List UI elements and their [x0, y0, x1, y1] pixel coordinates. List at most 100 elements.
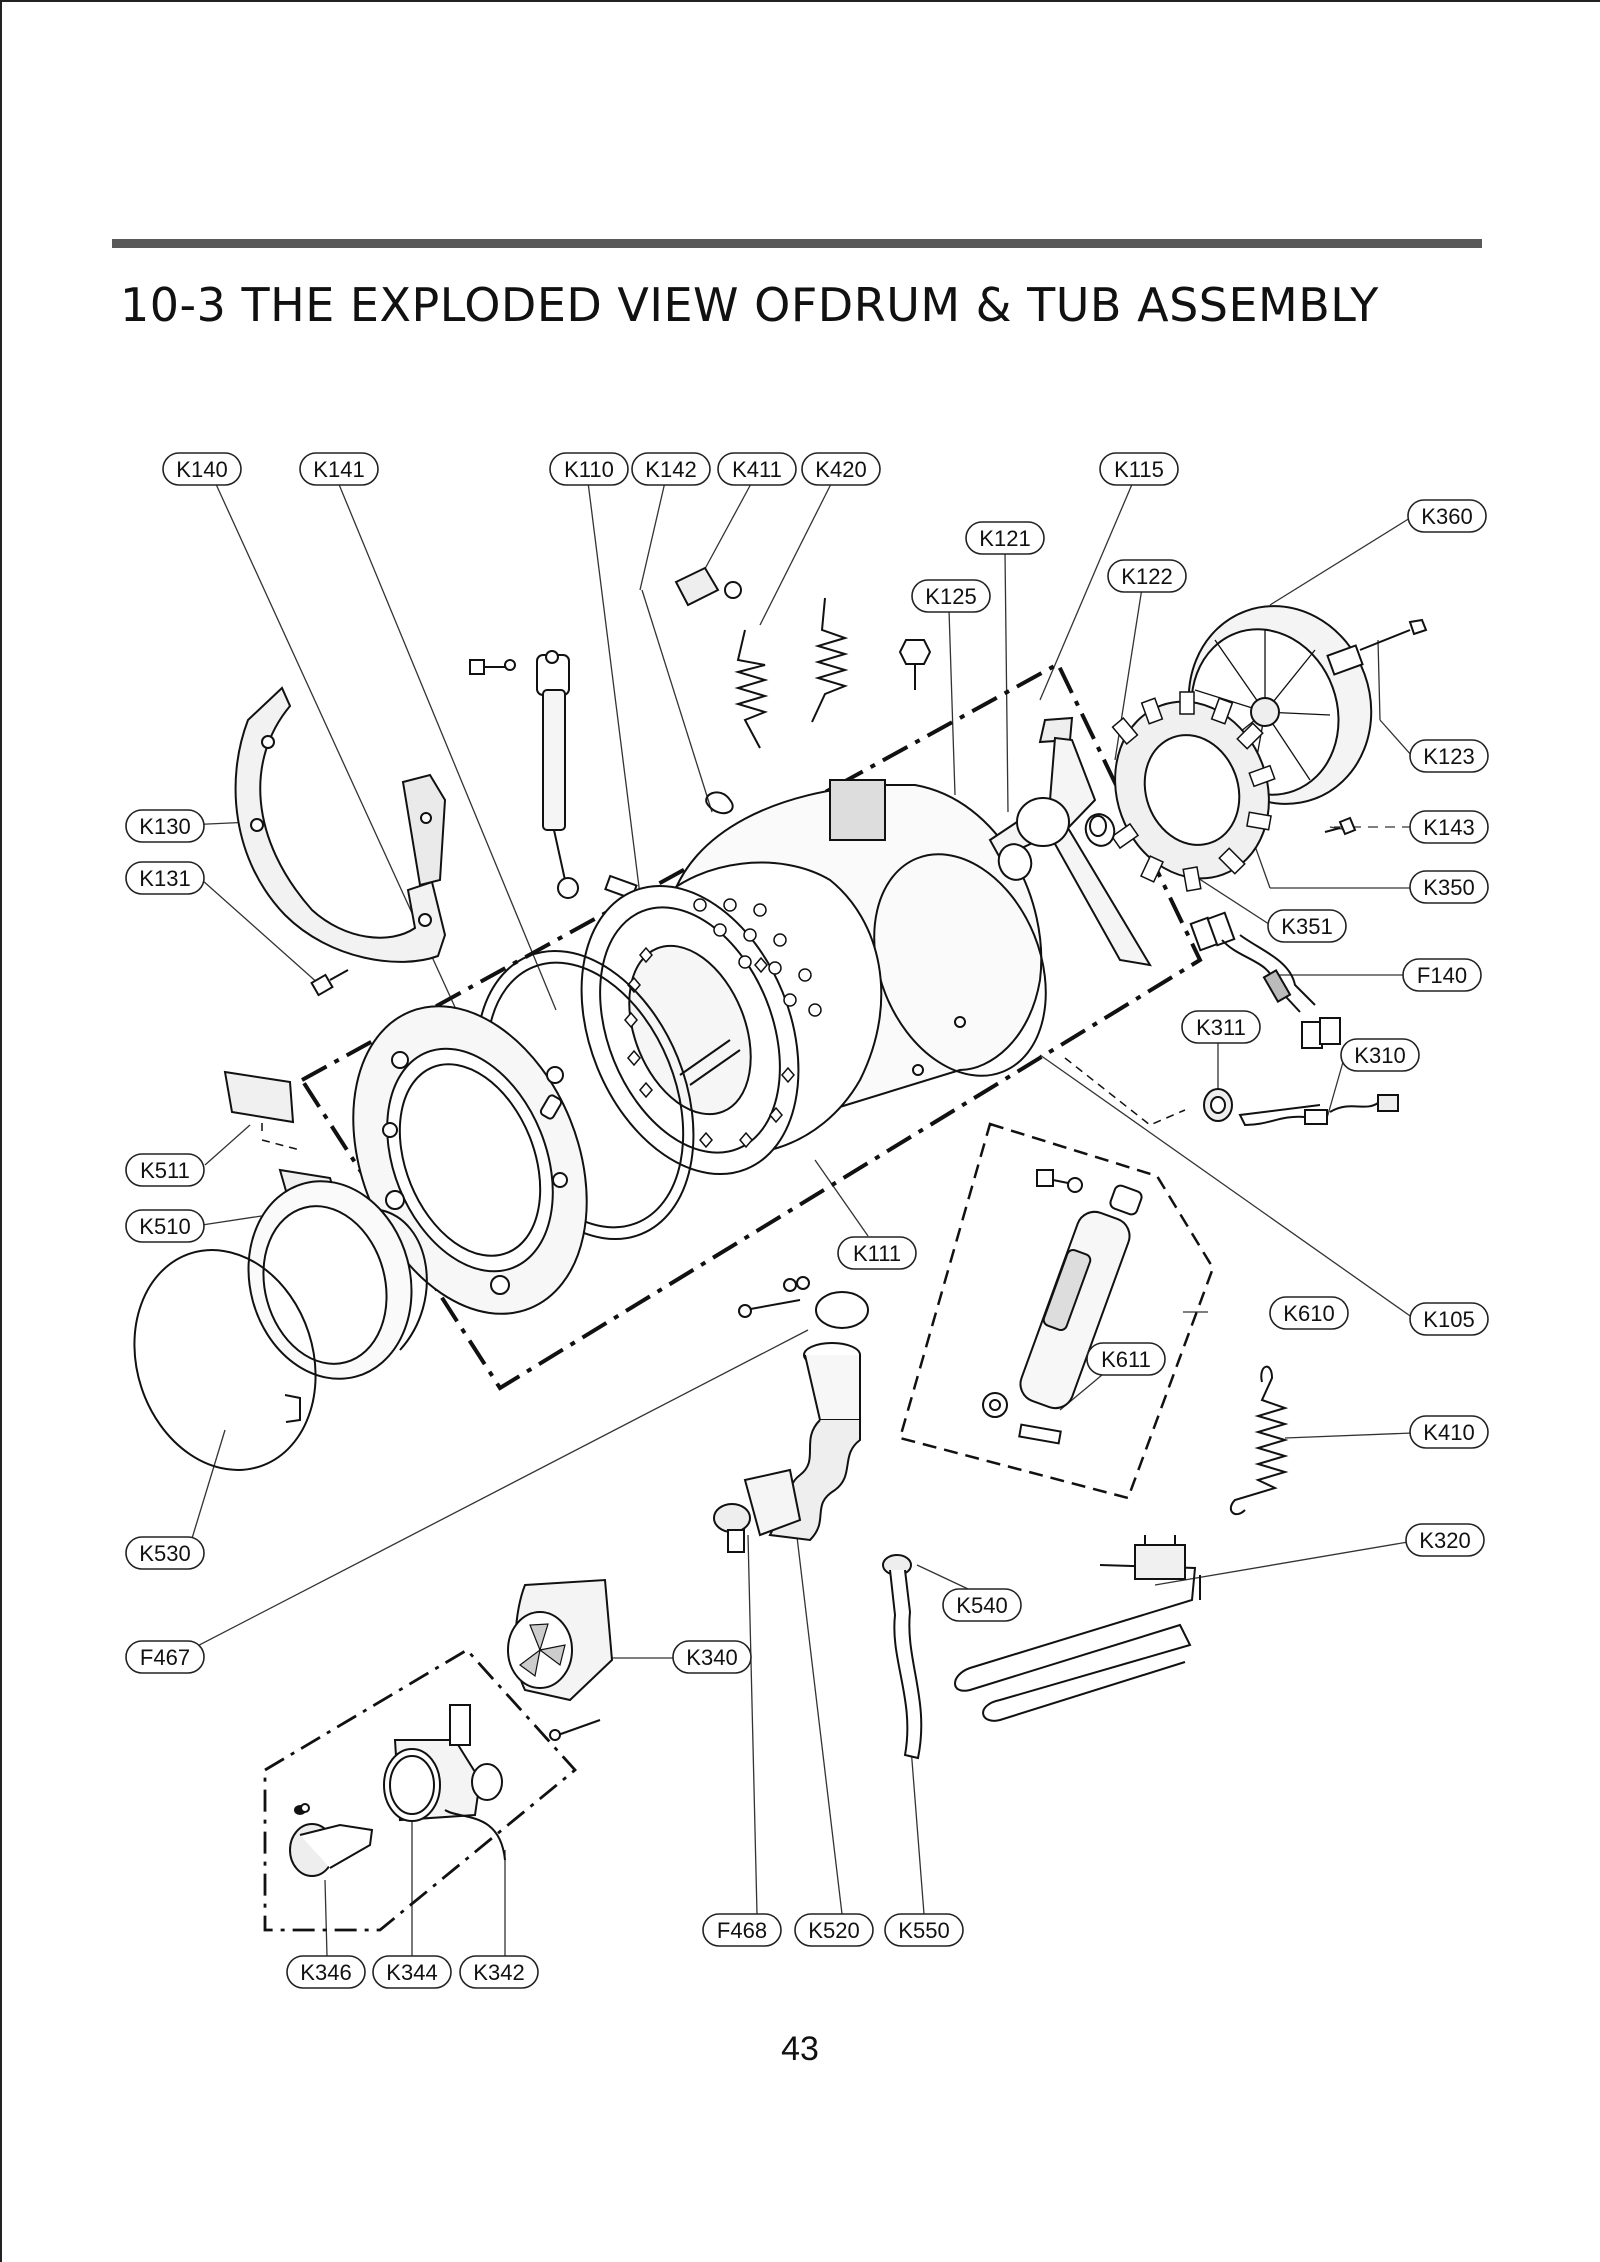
- label-bubble: K540: [942, 1588, 1022, 1622]
- stator-part: [1110, 691, 1357, 892]
- part-label: K142: [645, 457, 696, 482]
- part-label: K530: [139, 1541, 190, 1566]
- label-bubble: K610: [1269, 1296, 1349, 1330]
- part-label: K111: [853, 1241, 901, 1266]
- part-label: K411: [732, 457, 782, 482]
- tub-bolt-part: [898, 639, 932, 690]
- part-label: K130: [139, 814, 190, 839]
- label-bubble: K351: [1267, 909, 1347, 943]
- part-label: K511: [140, 1158, 190, 1183]
- page-title: 10-3 THE EXPLODED VIEW OFDRUM & TUB ASSE…: [120, 278, 1379, 332]
- pump-motor-part: [507, 1578, 614, 1741]
- label-bubble: K311: [1181, 1010, 1261, 1044]
- part-label: K121: [979, 526, 1030, 551]
- left-shock-absorber-part: [469, 650, 638, 900]
- part-label: K140: [176, 457, 227, 482]
- part-label: K141: [313, 457, 364, 482]
- part-label: K105: [1423, 1307, 1474, 1332]
- spider-part: [988, 716, 1152, 967]
- clamp-ring-part: [133, 1249, 317, 1471]
- part-label: K110: [564, 457, 614, 482]
- label-bubble: K344: [372, 1955, 452, 1989]
- part-label: K125: [925, 584, 976, 609]
- label-bubble: K140: [162, 452, 242, 486]
- part-label: K540: [956, 1593, 1007, 1618]
- label-bubble: K611: [1086, 1342, 1166, 1376]
- label-bubble: K411: [717, 452, 797, 486]
- pump-housing-part: [289, 1704, 506, 1877]
- label-bubble: K510: [125, 1209, 205, 1243]
- bushing-part: [1203, 1088, 1233, 1122]
- pressure-tube-part: [882, 1554, 923, 1760]
- label-bubble: K130: [125, 809, 205, 843]
- drain-pump-assembly-outline: [263, 1648, 578, 1932]
- page-number: 43: [781, 2030, 819, 2068]
- part-label: K123: [1423, 744, 1474, 769]
- part-label: K346: [300, 1960, 351, 1985]
- harness-part: [1189, 911, 1341, 1049]
- part-label: K510: [139, 1214, 190, 1239]
- upper-springs-part: [705, 597, 849, 815]
- leader-lines: [163, 481, 1414, 1957]
- heater-part: [954, 1535, 1201, 1722]
- sensor-part: [1238, 1094, 1399, 1127]
- label-bubble: F467: [125, 1640, 205, 1674]
- label-bubble: K142: [631, 452, 711, 486]
- parts: [133, 566, 1428, 1877]
- label-bubble: K530: [125, 1536, 205, 1570]
- part-label: K360: [1421, 504, 1472, 529]
- inlet-part: [223, 1070, 428, 1380]
- label-bubble: K310: [1340, 1038, 1420, 1072]
- part-label: K350: [1423, 875, 1474, 900]
- part-label: K611: [1101, 1347, 1151, 1372]
- part-label: K342: [473, 1960, 524, 1985]
- small-parts: [738, 1276, 869, 1329]
- part-label: K550: [898, 1918, 949, 1943]
- part-label: F468: [717, 1918, 767, 1943]
- label-bubble: K346: [286, 1955, 366, 1989]
- part-label-bubbles: K140 K141 K110 K142 K411 K420 K115 K360: [125, 452, 1489, 1989]
- label-bubble: K110: [549, 452, 629, 486]
- front-tub-part: [352, 1005, 588, 1315]
- label-bubble: K122: [1107, 559, 1187, 593]
- part-label: F140: [1417, 963, 1467, 988]
- label-bubble: F140: [1402, 958, 1482, 992]
- label-bubble: K420: [801, 452, 881, 486]
- part-label: K340: [686, 1645, 737, 1670]
- label-bubble: K131: [125, 861, 205, 895]
- header-rule: [112, 239, 1482, 248]
- part-label: K122: [1121, 564, 1172, 589]
- label-bubble: K511: [125, 1153, 205, 1187]
- part-label: K310: [1354, 1043, 1405, 1068]
- label-bubble: K115: [1099, 452, 1179, 486]
- drum-diamonds: [624, 946, 795, 1149]
- label-bubble: K141: [299, 452, 379, 486]
- label-bubble: F468: [702, 1913, 782, 1947]
- label-bubble: K340: [672, 1640, 752, 1674]
- part-label: K320: [1419, 1528, 1470, 1553]
- part-label: K610: [1283, 1301, 1334, 1326]
- front-bracket-part: [234, 686, 447, 963]
- bolt-part: [310, 969, 349, 997]
- label-bubble: K143: [1409, 810, 1489, 844]
- label-bubble: K360: [1407, 499, 1487, 533]
- label-bubble: K342: [459, 1955, 539, 1989]
- sensor-wire-dash: [1064, 1057, 1186, 1126]
- label-bubble: K121: [965, 521, 1045, 555]
- hose-clip-part: [674, 566, 742, 607]
- label-bubble: K111: [837, 1236, 917, 1270]
- part-label: K311: [1196, 1015, 1246, 1040]
- part-label: K410: [1423, 1420, 1474, 1445]
- label-bubble: K125: [911, 579, 991, 613]
- part-label: K115: [1114, 457, 1164, 482]
- shock-absorber-assembly-outline: [898, 1122, 1215, 1500]
- label-bubble: K350: [1409, 870, 1489, 904]
- part-label: K131: [139, 866, 190, 891]
- lower-shock-absorber-part: [982, 1169, 1143, 1445]
- part-label: K143: [1423, 815, 1474, 840]
- drum-holes: [693, 898, 822, 1017]
- label-bubble: K550: [884, 1913, 964, 1947]
- part-label: K344: [386, 1960, 437, 1985]
- part-label: K351: [1281, 914, 1332, 939]
